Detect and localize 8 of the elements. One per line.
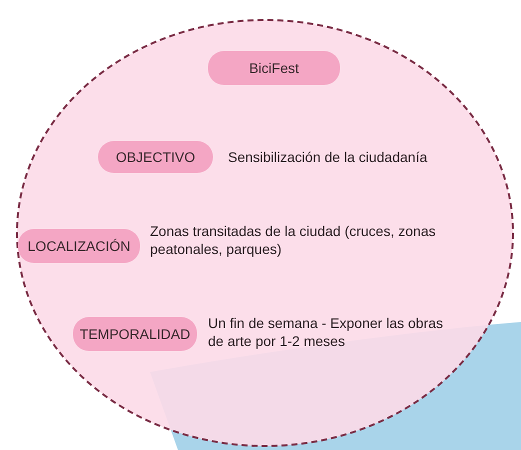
description-text: Zonas transitadas de la ciudad (cruces, zonas peatonales, parques) [150,222,437,258]
description-text: Sensibilización de la ciudadanía [228,148,428,166]
description-text: Un fin de semana - Exponer las obras de arte por 1-2 meses [208,314,444,350]
dashed-ellipse [15,18,515,448]
tag-label: BiciFest [208,51,340,85]
tag-label: LOCALIZACIÓN [18,229,140,263]
tag-label: TEMPORALIDAD [73,317,197,351]
tag-label: OBJECTIVO [98,141,213,173]
